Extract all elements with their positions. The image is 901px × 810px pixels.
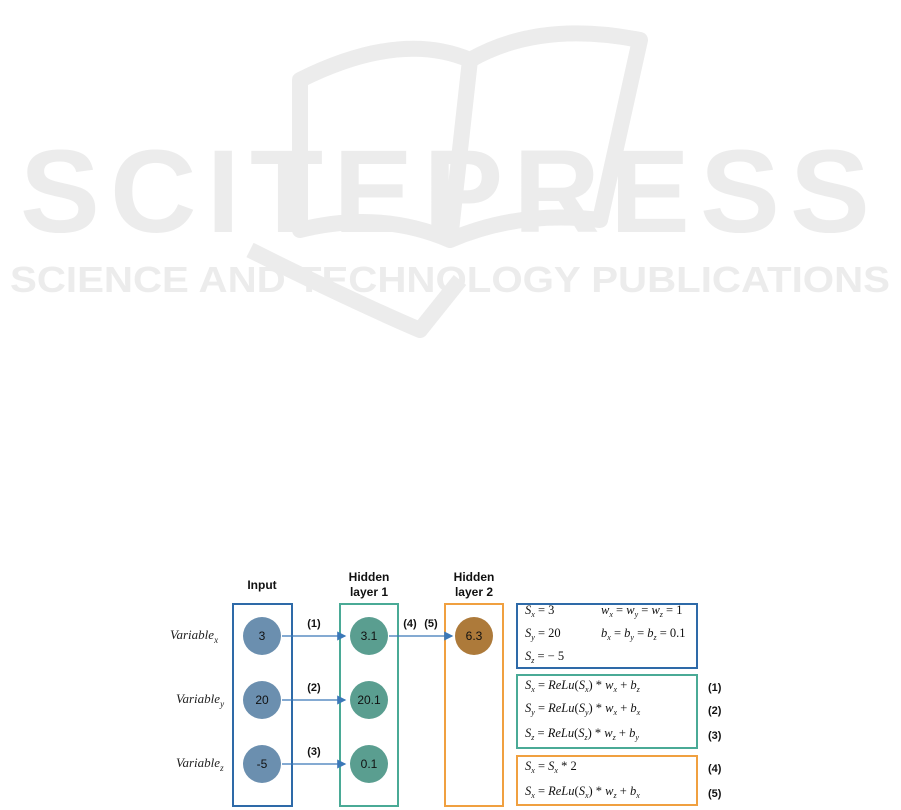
scitepress-watermark: SCITEPRESS SCIENCE AND TECHNOLOGY PUBLIC… — [10, 25, 890, 338]
equation-3: Sz = ReLu(Sz) * wz + by — [525, 726, 639, 742]
variable-z-base: Variable — [176, 755, 220, 770]
hidden-layer1-box — [339, 603, 399, 807]
init-eq-w: wx = wy = wz = 1 — [601, 603, 683, 619]
edge-label-2: (2) — [307, 682, 321, 694]
hidden-layer2-box — [444, 603, 504, 807]
variable-y-label: Variabley — [176, 691, 224, 709]
init-eq-sy: Sy = 20 — [525, 626, 561, 642]
header-hidden2-line2: layer 2 — [455, 585, 493, 599]
variable-x-base: Variable — [170, 627, 214, 642]
equation-4: Sx = Sx * 2 — [525, 759, 577, 775]
variable-y-sub: y — [219, 699, 224, 709]
header-input: Input — [247, 578, 276, 592]
edge-label-3: (3) — [307, 746, 321, 758]
hidden1-node-y — [350, 681, 388, 719]
hidden2-node — [455, 617, 493, 655]
hidden1-node-x-value: 3.1 — [361, 629, 378, 643]
init-eq-b: bx = by = bz = 0.1 — [601, 626, 686, 642]
edge-label-4: (4) — [403, 618, 417, 630]
input-node-z — [243, 745, 281, 783]
header-hidden1-line1: Hidden — [349, 570, 390, 584]
edge-label-1: (1) — [307, 618, 321, 630]
variable-y-base: Variable — [176, 691, 220, 706]
edge-label-5: (5) — [424, 618, 438, 630]
watermark-book-icon — [246, 25, 648, 338]
variable-z-label: Variablez — [176, 755, 224, 773]
input-node-x-value: 3 — [259, 629, 266, 643]
hidden1-node-y-value: 20.1 — [357, 693, 381, 707]
equation-number-3: (3) — [708, 730, 722, 742]
header-hidden2-line1: Hidden — [454, 570, 495, 584]
equation-number-4: (4) — [708, 763, 722, 775]
input-node-x — [243, 617, 281, 655]
hidden1-equations-box — [516, 674, 698, 749]
variable-z-sub: z — [219, 763, 224, 773]
hidden1-node-x — [350, 617, 388, 655]
equation-number-1: (1) — [708, 682, 722, 694]
hidden1-node-z — [350, 745, 388, 783]
variable-x-sub: x — [213, 635, 218, 645]
input-node-y-value: 20 — [255, 693, 269, 707]
init-eq-sx: Sx = 3 — [525, 603, 555, 619]
equation-2: Sy = ReLu(Sy) * wx + bx — [525, 701, 641, 717]
init-eq-sz: Sz = − 5 — [525, 649, 565, 665]
init-equations-box — [516, 603, 698, 669]
equation-number-5: (5) — [708, 788, 722, 800]
equation-number-2: (2) — [708, 705, 722, 717]
hidden2-equations-box — [516, 755, 698, 806]
equation-1: Sx = ReLu(Sx) * wx + bz — [525, 678, 640, 694]
input-layer-box — [232, 603, 293, 807]
watermark-main-text: SCITEPRESS — [20, 126, 880, 258]
equation-5: Sx = ReLu(Sx) * wz + bx — [525, 784, 640, 800]
input-node-z-value: -5 — [257, 757, 268, 771]
variable-x-label: Variablex — [170, 627, 218, 645]
header-hidden1-line2: layer 1 — [350, 585, 388, 599]
watermark-sub-text: SCIENCE AND TECHNOLOGY PUBLICATIONS — [10, 259, 890, 300]
hidden1-node-z-value: 0.1 — [361, 757, 378, 771]
input-node-y — [243, 681, 281, 719]
hidden2-node-value: 6.3 — [466, 629, 483, 643]
